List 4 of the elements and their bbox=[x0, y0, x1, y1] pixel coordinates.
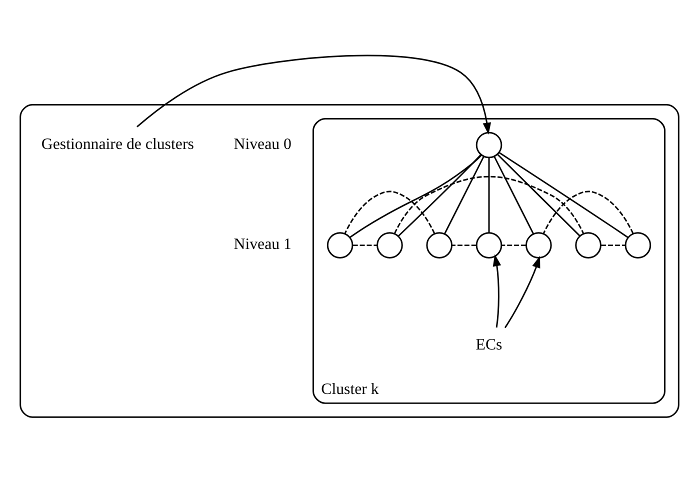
label: Niveau 1 bbox=[234, 236, 292, 254]
node-text: Gestionnaire de clusters bbox=[41, 136, 194, 153]
label: Niveau 0 bbox=[234, 136, 292, 153]
node-text: ECs bbox=[476, 336, 502, 354]
